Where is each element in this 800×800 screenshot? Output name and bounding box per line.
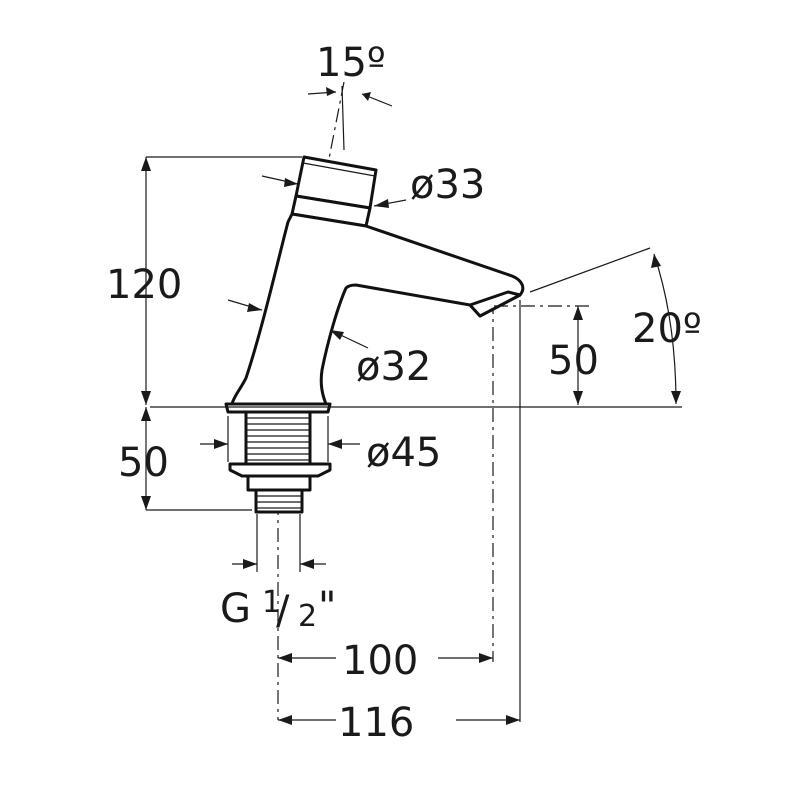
tap-body [224,155,525,414]
height-total-label: 120 [106,262,182,308]
svg-text:2: 2 [298,599,317,634]
spout-angle-label: 20º [632,306,702,352]
shank-length-label: 50 [118,440,169,486]
thread-dimension [232,514,326,572]
button-dia-label: ø33 [410,162,485,208]
svg-text:": " [318,584,336,630]
height-120-dimension [141,156,302,405]
reach-outer-label: 116 [338,700,414,746]
shank-dia-dimension [200,416,360,462]
spout-angle-dimension [150,247,682,408]
angle-15-dimension [307,85,393,151]
spout-height-label: 50 [548,338,599,384]
reach-100-dimension [278,653,493,663]
spout-height-dimension [494,305,590,405]
reach-inner-label: 100 [342,638,418,684]
svg-text:1: 1 [262,585,281,620]
angle-top-label: 15º [316,40,386,86]
svg-text:G: G [220,586,251,632]
button-dia-dimension [261,175,407,208]
body-dia-label: ø32 [356,344,431,390]
threaded-shank [228,410,332,514]
reach-116-dimension [278,300,521,725]
body-dia-dimension [227,299,369,349]
shank-dia-label: ø45 [366,430,441,476]
thread-label: G 1 / 2 " [220,584,336,634]
svg-text:/: / [276,588,290,634]
shank-length-dimension [141,407,252,511]
